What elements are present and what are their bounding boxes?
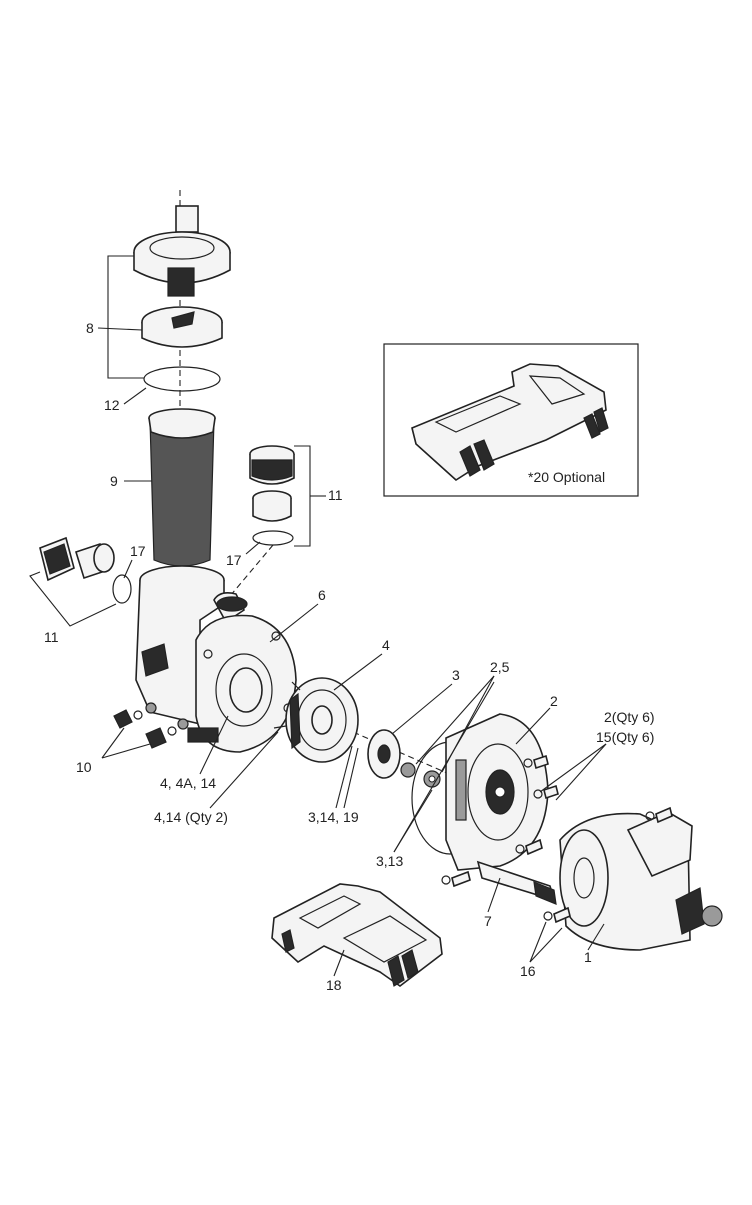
- callout-2-5: 2,5: [490, 659, 510, 675]
- lid-o-ring: [143, 366, 221, 392]
- callout-3-14-19: 3,14, 19: [308, 809, 359, 825]
- callout-11-left: 11: [44, 629, 59, 645]
- callout-12: 12: [104, 397, 120, 413]
- callout-6: 6: [318, 587, 326, 603]
- pump-base: [271, 883, 443, 987]
- callout-4-14-qty2: 4,14 (Qty 2): [154, 809, 228, 825]
- callout-16: 16: [520, 963, 536, 979]
- discharge-union-set: [249, 445, 295, 546]
- lid-lock-ring: [133, 205, 231, 297]
- callout-17-right: 17: [226, 552, 242, 568]
- callout-3: 3: [452, 667, 460, 683]
- callout-15-qty6: 15(Qty 6): [596, 729, 654, 745]
- callout-11-top: 11: [328, 487, 343, 503]
- callout-9: 9: [110, 473, 118, 489]
- diffuser: [273, 677, 359, 763]
- drain-plugs: [113, 702, 189, 749]
- optional-label: *20 Optional: [528, 469, 605, 485]
- motor: [543, 806, 723, 951]
- impeller: [367, 729, 441, 788]
- callout-3-13: 3,13: [376, 853, 403, 869]
- callout-10: 10: [76, 759, 92, 775]
- optional-base-drawing: [411, 363, 609, 482]
- pump-housing: [135, 565, 297, 753]
- callout-1: 1: [584, 949, 592, 965]
- callout-18: 18: [326, 977, 342, 993]
- callout-4: 4: [382, 637, 390, 653]
- pump-lid: [141, 306, 223, 348]
- optional-part-box: *20 Optional: [383, 343, 639, 497]
- seal-plate-bolts: [441, 754, 559, 888]
- suction-union-set: [39, 536, 132, 604]
- callout-7: 7: [484, 913, 492, 929]
- motor-support: [476, 860, 557, 905]
- callout-labels: 8 12 9 11 17 17 11 6 4 3 2,5 2 2(Qty 6) …: [44, 320, 655, 993]
- callout-2: 2: [550, 693, 558, 709]
- callout-4-4a-14: 4, 4A, 14: [160, 775, 216, 791]
- callout-2-qty6: 2(Qty 6): [604, 709, 655, 725]
- strainer-basket: [148, 408, 216, 567]
- leader-lines: [29, 255, 607, 977]
- seal-plate: [445, 713, 549, 871]
- callout-17-left: 17: [130, 543, 146, 559]
- callout-8: 8: [86, 320, 94, 336]
